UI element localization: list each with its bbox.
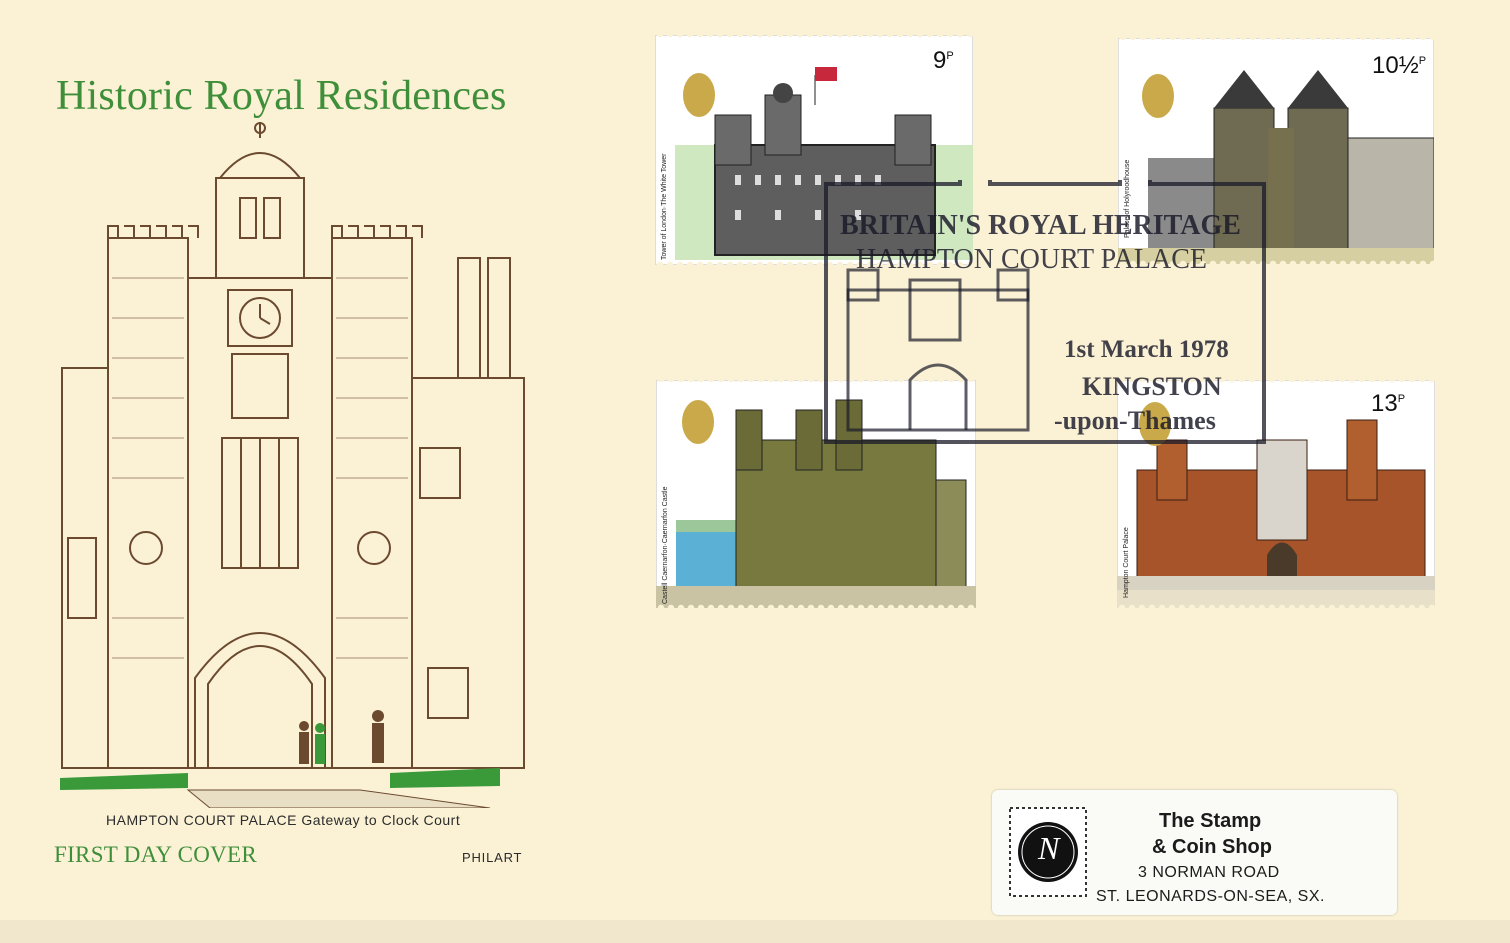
postmark-frame bbox=[824, 180, 1266, 444]
stamp-side-caption: Hampton Court Palace bbox=[1123, 527, 1130, 598]
stamp-value: 9P bbox=[933, 47, 954, 74]
queen-head-icon bbox=[682, 400, 714, 444]
stamp-side-caption: Tower of London·The White Tower bbox=[661, 153, 668, 260]
postmark-town-suffix: -upon-Thames bbox=[1054, 406, 1216, 435]
shop-address-line1: 3 NORMAN ROAD bbox=[1138, 864, 1280, 881]
stamp-value: 13P bbox=[1371, 390, 1406, 417]
shop-name-line2: & Coin Shop bbox=[1152, 836, 1272, 858]
illustration-caption: HAMPTON COURT PALACE Gateway to Clock Co… bbox=[106, 812, 461, 828]
shop-address-line2: ST. LEONARDS-ON-SEA, SX. bbox=[1096, 888, 1325, 905]
stamp-value: 10½P bbox=[1372, 52, 1427, 79]
queen-head-icon bbox=[1142, 74, 1174, 118]
commemorative-postmark: BRITAIN'S ROYAL HERITAGE HAMPTON COURT P… bbox=[820, 180, 1270, 445]
publisher-label: PHILART bbox=[462, 850, 523, 865]
gatehouse-illustration bbox=[60, 122, 525, 808]
stamp-side-caption: Castell Caernarfon·Caernarfon Castle bbox=[662, 486, 669, 605]
cover-title: Historic Royal Residences bbox=[56, 73, 507, 119]
shop-logo bbox=[1009, 807, 1087, 897]
postmark-date: 1st March 1978 bbox=[1064, 336, 1229, 363]
postmark-town: KINGSTON bbox=[1082, 372, 1222, 401]
cover-bottom-edge bbox=[0, 920, 1510, 943]
queen-head-icon bbox=[683, 73, 715, 117]
postmark-line2: HAMPTON COURT PALACE bbox=[856, 244, 1207, 275]
shop-logo-letter: N bbox=[1038, 830, 1060, 866]
shop-address-label: N The Stamp & Coin Shop 3 NORMAN ROAD ST… bbox=[992, 790, 1397, 915]
first-day-cover-label: FIRST DAY COVER bbox=[54, 842, 258, 867]
shop-name-line1: The Stamp bbox=[1159, 810, 1262, 832]
postmark-line1: BRITAIN'S ROYAL HERITAGE bbox=[840, 210, 1241, 241]
